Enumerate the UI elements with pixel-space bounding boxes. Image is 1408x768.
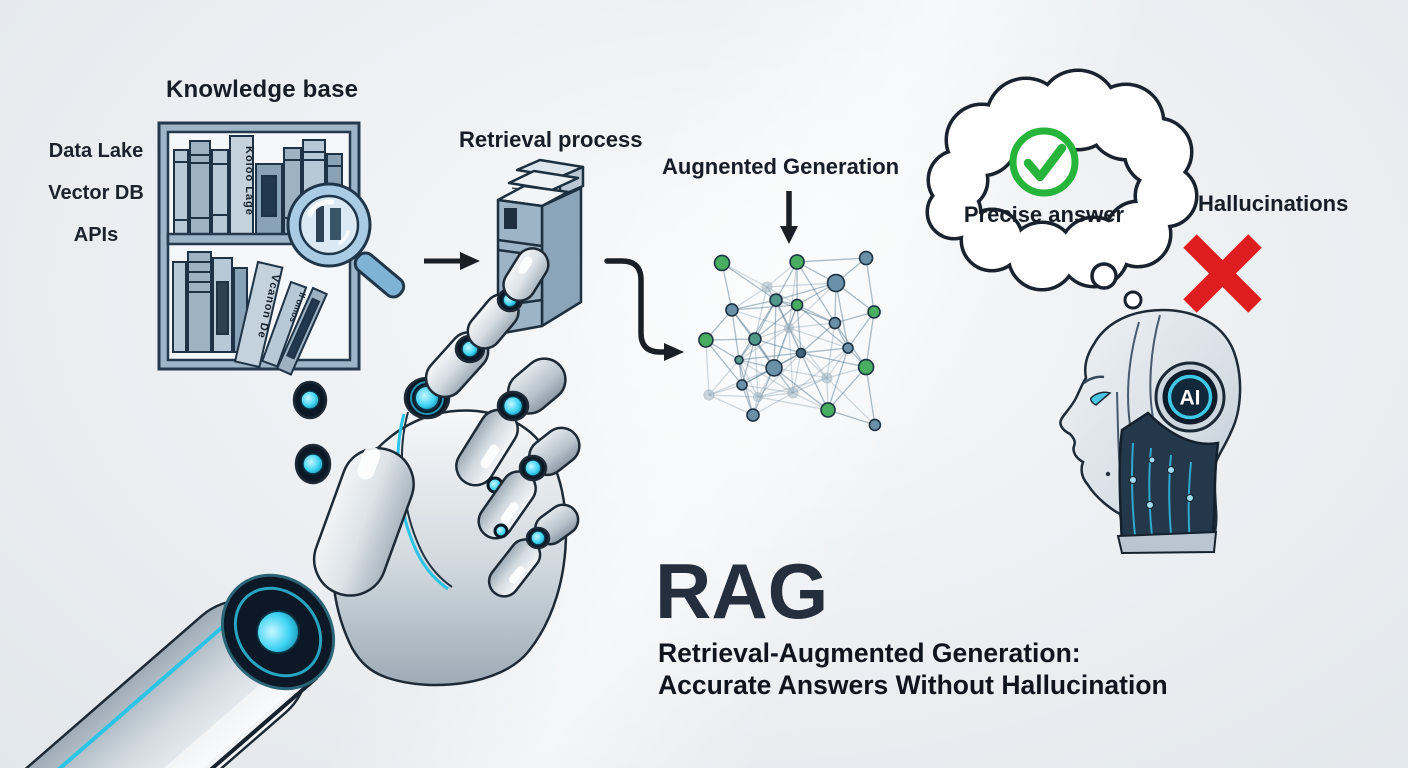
- network-node: [765, 359, 783, 377]
- ai-badge: AI: [1154, 361, 1226, 433]
- network-node: [789, 254, 805, 270]
- network-node: [820, 402, 836, 418]
- thought-cloud: [925, 68, 1199, 310]
- network-node: [713, 254, 731, 272]
- network-node: [821, 372, 833, 384]
- knowledge-base-heading: Knowledge base: [166, 76, 359, 103]
- rag-title: RAG: [655, 547, 829, 635]
- hallucinations-label: Hallucinations: [1198, 191, 1349, 216]
- network-node: [868, 418, 882, 432]
- network-node: [698, 332, 714, 348]
- robot-hand: [0, 247, 581, 768]
- arrow-book-to-network: [604, 258, 684, 361]
- index-finger: [403, 247, 550, 420]
- source-apis: APIs: [73, 224, 119, 246]
- network-node: [842, 342, 854, 354]
- augmented-generation-heading: Augnented Generation: [662, 154, 900, 179]
- thumb: [312, 446, 415, 597]
- data-sources-list: Data Lake Vector DB APIs: [34, 140, 158, 247]
- source-vector-db: Vector DB: [48, 182, 144, 204]
- rag-subtitle: Retrieval-Augmented Generation: Accurate…: [658, 638, 1168, 702]
- network-node: [857, 358, 875, 376]
- network-node: [752, 392, 763, 403]
- network-node: [736, 379, 748, 391]
- ai-badge-text: AI: [1180, 387, 1201, 410]
- source-data-lake: Data Lake: [48, 140, 144, 162]
- network-node: [828, 316, 842, 330]
- network-node: [783, 322, 794, 333]
- network-node: [769, 293, 783, 307]
- cross-icon: [1183, 234, 1262, 313]
- network-node: [787, 387, 799, 399]
- knowledge-base-bookshelf: Koloo Lage Vcanon De Il omos: [157, 121, 406, 376]
- network-node: [795, 347, 807, 359]
- robot-collar: [1116, 530, 1218, 555]
- thought-bubble-large: [1090, 262, 1118, 290]
- network-node: [826, 273, 846, 293]
- network-node: [703, 389, 715, 401]
- robot-eye: [1090, 391, 1112, 406]
- magnifier-icon: [286, 182, 406, 299]
- network-node: [858, 250, 874, 266]
- arrow-generation-down: [780, 191, 798, 244]
- wrist-joint: [220, 573, 336, 691]
- curled-fingers: [455, 357, 581, 598]
- check-circle-icon: [1009, 127, 1079, 197]
- arrow-shelf-to-book: [424, 252, 480, 270]
- network-node: [734, 355, 744, 365]
- retrieval-process-heading: Retrieval process: [459, 127, 643, 152]
- index-fingertip: [502, 247, 550, 302]
- robot-head: AI: [1059, 308, 1242, 555]
- rag-subtitle-line2: Accurate Answers Without Hallucination: [658, 669, 1168, 700]
- network-node: [761, 281, 773, 293]
- network-node: [748, 332, 762, 346]
- network-node: [867, 305, 881, 319]
- network-node: [746, 408, 760, 422]
- thought-bubble-small: [1123, 290, 1143, 310]
- book-spine-label-1: Koloo Lage: [243, 146, 255, 216]
- network-node: [790, 298, 804, 312]
- augmented-generation-network: [698, 250, 882, 432]
- network-node: [725, 303, 739, 317]
- precise-answer-label: Precise answer: [963, 202, 1125, 227]
- rag-subtitle-line1: Retrieval-Augmented Generation:: [658, 638, 1081, 668]
